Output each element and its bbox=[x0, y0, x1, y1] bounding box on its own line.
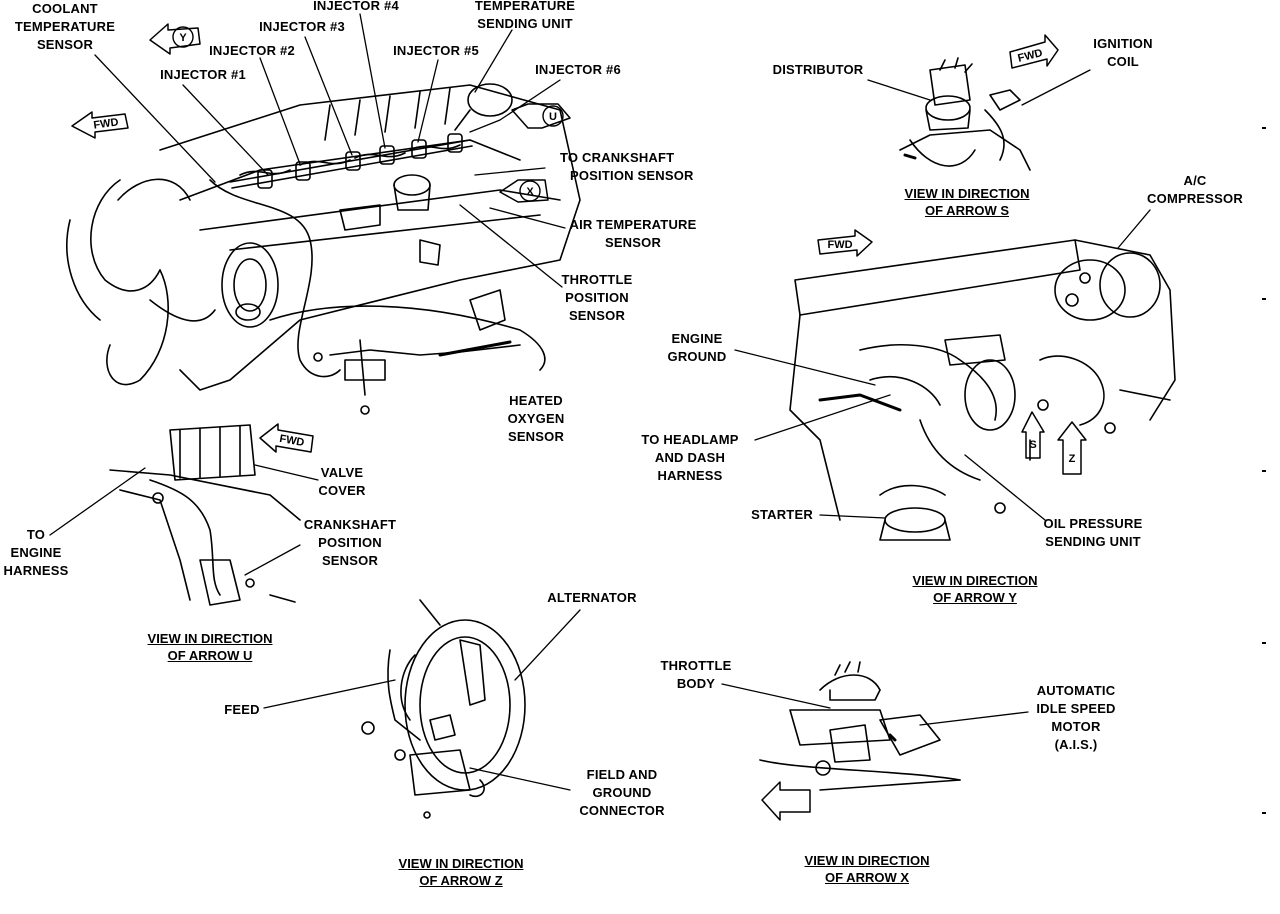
feed-label: FEED bbox=[224, 702, 260, 717]
fwd-arrow-y bbox=[817, 229, 873, 257]
view-arrow-s-caption: VIEW IN DIRECTION OF ARROW S bbox=[904, 186, 1030, 218]
alternator-label: ALTERNATOR bbox=[547, 590, 637, 605]
fwd-text-s: FWD bbox=[1017, 47, 1044, 65]
heated-oxygen-sensor-label: HEATED OXYGEN SENSOR bbox=[507, 393, 565, 444]
coolant-temperature-sensor-label: COOLANT TEMPERATURE SENSOR bbox=[14, 1, 116, 52]
view-y-leaders bbox=[734, 209, 1151, 521]
ac-compressor-label: A/C COMPRESSOR bbox=[1147, 173, 1243, 206]
view-u-drawing bbox=[109, 424, 301, 606]
distributor-label: DISTRIBUTOR bbox=[772, 62, 864, 77]
view-arrow-u-caption: VIEW IN DIRECTION OF ARROW U bbox=[147, 631, 273, 663]
edge-mark bbox=[1262, 470, 1266, 472]
injector-1-label: INJECTOR #1 bbox=[160, 67, 246, 82]
y-arrow bbox=[149, 23, 201, 55]
injector-2-label: INJECTOR #2 bbox=[209, 43, 295, 58]
fwd-text-u: FWD bbox=[278, 433, 305, 449]
z-text: Z bbox=[1069, 453, 1076, 465]
throttle-body-label: THROTTLE BODY bbox=[660, 658, 732, 691]
main-engine-drawing bbox=[66, 83, 581, 415]
crankshaft-position-sensor-label: CRANKSHAFT POSITION SENSOR bbox=[303, 517, 397, 568]
injector-6-label: INJECTOR #6 bbox=[535, 62, 621, 77]
injector-4-label: INJECTOR #4 bbox=[313, 0, 399, 13]
starter-label: STARTER bbox=[751, 507, 813, 522]
z-arrow bbox=[1057, 421, 1087, 475]
oil-pressure-sending-unit-label: OIL PRESSURE SENDING UNIT bbox=[1043, 516, 1143, 549]
x-text: X bbox=[526, 186, 534, 198]
automatic-idle-speed-motor-label: AUTOMATIC IDLE SPEED MOTOR (A.I.S.) bbox=[1036, 683, 1116, 752]
direction-arrows bbox=[71, 23, 1087, 821]
main-engine-leaders bbox=[94, 13, 566, 288]
view-arrow-y-caption: VIEW IN DIRECTION OF ARROW Y bbox=[912, 573, 1038, 605]
edge-mark bbox=[1262, 812, 1266, 814]
fwd-arrow-s bbox=[1009, 34, 1059, 69]
u-text: U bbox=[549, 111, 557, 123]
fwd-text-main: FWD bbox=[93, 116, 120, 131]
engine-ground-label: ENGINE GROUND bbox=[667, 331, 727, 364]
arrow-circles bbox=[172, 26, 564, 202]
fwd-arrow-main bbox=[71, 111, 129, 139]
to-headlamp-dash-harness-label: TO HEADLAMP AND DASH HARNESS bbox=[641, 432, 739, 483]
air-temperature-sensor-label: AIR TEMPERATURE SENSOR bbox=[569, 217, 697, 250]
x-arrow bbox=[499, 179, 549, 203]
view-z-leaders bbox=[263, 609, 581, 791]
fwd-text-y: FWD bbox=[827, 239, 852, 251]
view-s-leaders bbox=[867, 69, 1091, 106]
s-text: S bbox=[1029, 439, 1036, 451]
view-arrow-z-caption: VIEW IN DIRECTION OF ARROW Z bbox=[398, 856, 524, 888]
fwd-arrow-u bbox=[259, 423, 314, 453]
y-text: Y bbox=[179, 32, 187, 44]
ignition-coil-label: IGNITION COIL bbox=[1093, 36, 1153, 69]
temperature-sending-unit-label: TEMPERATURE SENDING UNIT bbox=[474, 0, 576, 31]
throttle-position-sensor-label: THROTTLE POSITION SENSOR bbox=[561, 272, 633, 323]
view-y-drawing bbox=[789, 239, 1176, 541]
edge-mark bbox=[1262, 298, 1266, 300]
arrow-labels: FWD Y U X FWD FWD FWD S Z bbox=[93, 32, 1076, 465]
field-ground-connector-label: FIELD AND GROUND CONNECTOR bbox=[579, 767, 665, 818]
view-x-drawing bbox=[759, 661, 961, 791]
view-u-leaders bbox=[49, 464, 319, 576]
view-arrow-x-caption: VIEW IN DIRECTION OF ARROW X bbox=[804, 853, 930, 885]
s-arrow bbox=[1021, 411, 1045, 459]
view-s-drawing bbox=[899, 57, 1031, 171]
injector-3-label: INJECTOR #3 bbox=[259, 19, 345, 34]
view-x-leaders bbox=[721, 683, 1029, 726]
edge-mark bbox=[1262, 642, 1266, 644]
edge-mark bbox=[1262, 127, 1266, 129]
to-engine-harness-label: TO ENGINE HARNESS bbox=[3, 527, 69, 578]
injector-5-label: INJECTOR #5 bbox=[393, 43, 479, 58]
to-crankshaft-position-sensor-label: TO CRANKSHAFT POSITION SENSOR bbox=[560, 150, 694, 183]
valve-cover-label: VALVE COVER bbox=[318, 465, 366, 498]
view-z-drawing bbox=[361, 599, 526, 819]
u-arrow bbox=[511, 103, 571, 129]
fwd-arrow-x bbox=[761, 781, 811, 821]
